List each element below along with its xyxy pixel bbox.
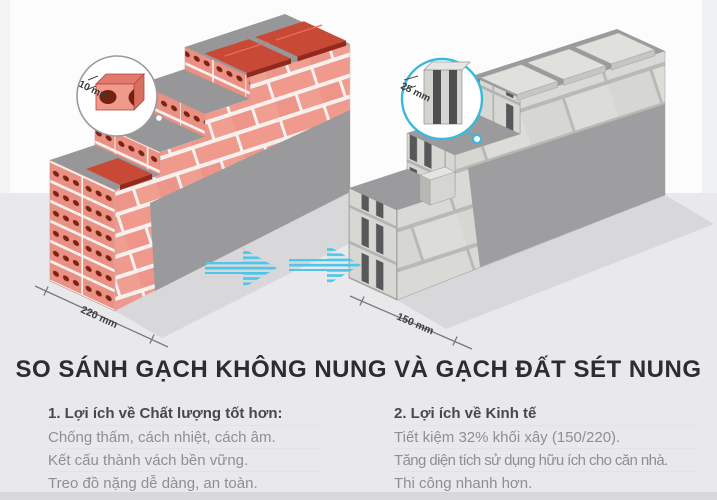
benefits-economy-heading: 2. Lợi ích về Kinh tế [394,403,696,426]
standing-block [419,166,456,206]
calliper-ticks [401,75,419,91]
top-course-blocks [479,32,656,101]
plaster-layer [150,110,350,291]
wall-end-face [348,187,398,301]
calliper-ticks [85,75,99,91]
benefit-item: Kết cấu thành vách bền vững. [48,449,320,472]
benefits-quality-column: 1. Lợi ích về Chất lượng tốt hơn: Chống … [48,403,320,494]
block-callout: 25 mm [399,57,484,144]
arrow-right-icon [205,248,277,288]
right-margin-strip [702,0,717,193]
step-tread [140,69,250,114]
benefit-item: Tiết kiệm 32% khối xây (150/220). [394,426,696,449]
concrete-block-wall: 150 mm 25 mm [348,29,666,350]
plaster-layer [468,104,665,267]
page-title: SO SÁNH GẠCH KHÔNG NUNG VÀ GẠCH ĐẤT SÉT … [15,356,702,383]
right-wall-shadow [397,195,714,329]
callout-anchor-dot [154,113,164,123]
benefits-quality-heading: 1. Lợi ích về Chất lượng tốt hơn: [48,403,320,426]
hollow-block-cross-section [423,61,471,125]
benefit-item: Treo đồ nặng dễ dàng, an toàn. [48,475,258,492]
benefit-item: Thi công nhanh hơn. [394,475,533,492]
dimension-220 [34,285,169,348]
dimension-150 [349,295,473,350]
bottom-band [0,492,717,500]
arrow-right-icon [289,245,361,285]
wall-comparison-illustration: 220 mm 10 mm [34,14,714,350]
hollow-brick-cross-section [95,73,145,111]
left-margin-strip [0,0,10,193]
benefits-economy-column: 2. Lợi ích về Kinh tế Tiết kiệm 32% khối… [394,403,696,494]
clay-brick-wall: 220 mm 10 mm [34,14,351,348]
brick-course-end [184,46,251,100]
transform-arrows [205,245,361,288]
brick-callout: 10 mm [76,55,164,137]
benefit-item: Tăng diện tích sử dụng hữu ích cho căn n… [394,449,696,472]
benefit-item: Chống thấm, cách nhiệt, cách âm. [48,426,320,449]
wall-end-face [49,159,116,312]
callout-anchor-dot [472,134,482,144]
top-course-bricks [86,21,347,190]
